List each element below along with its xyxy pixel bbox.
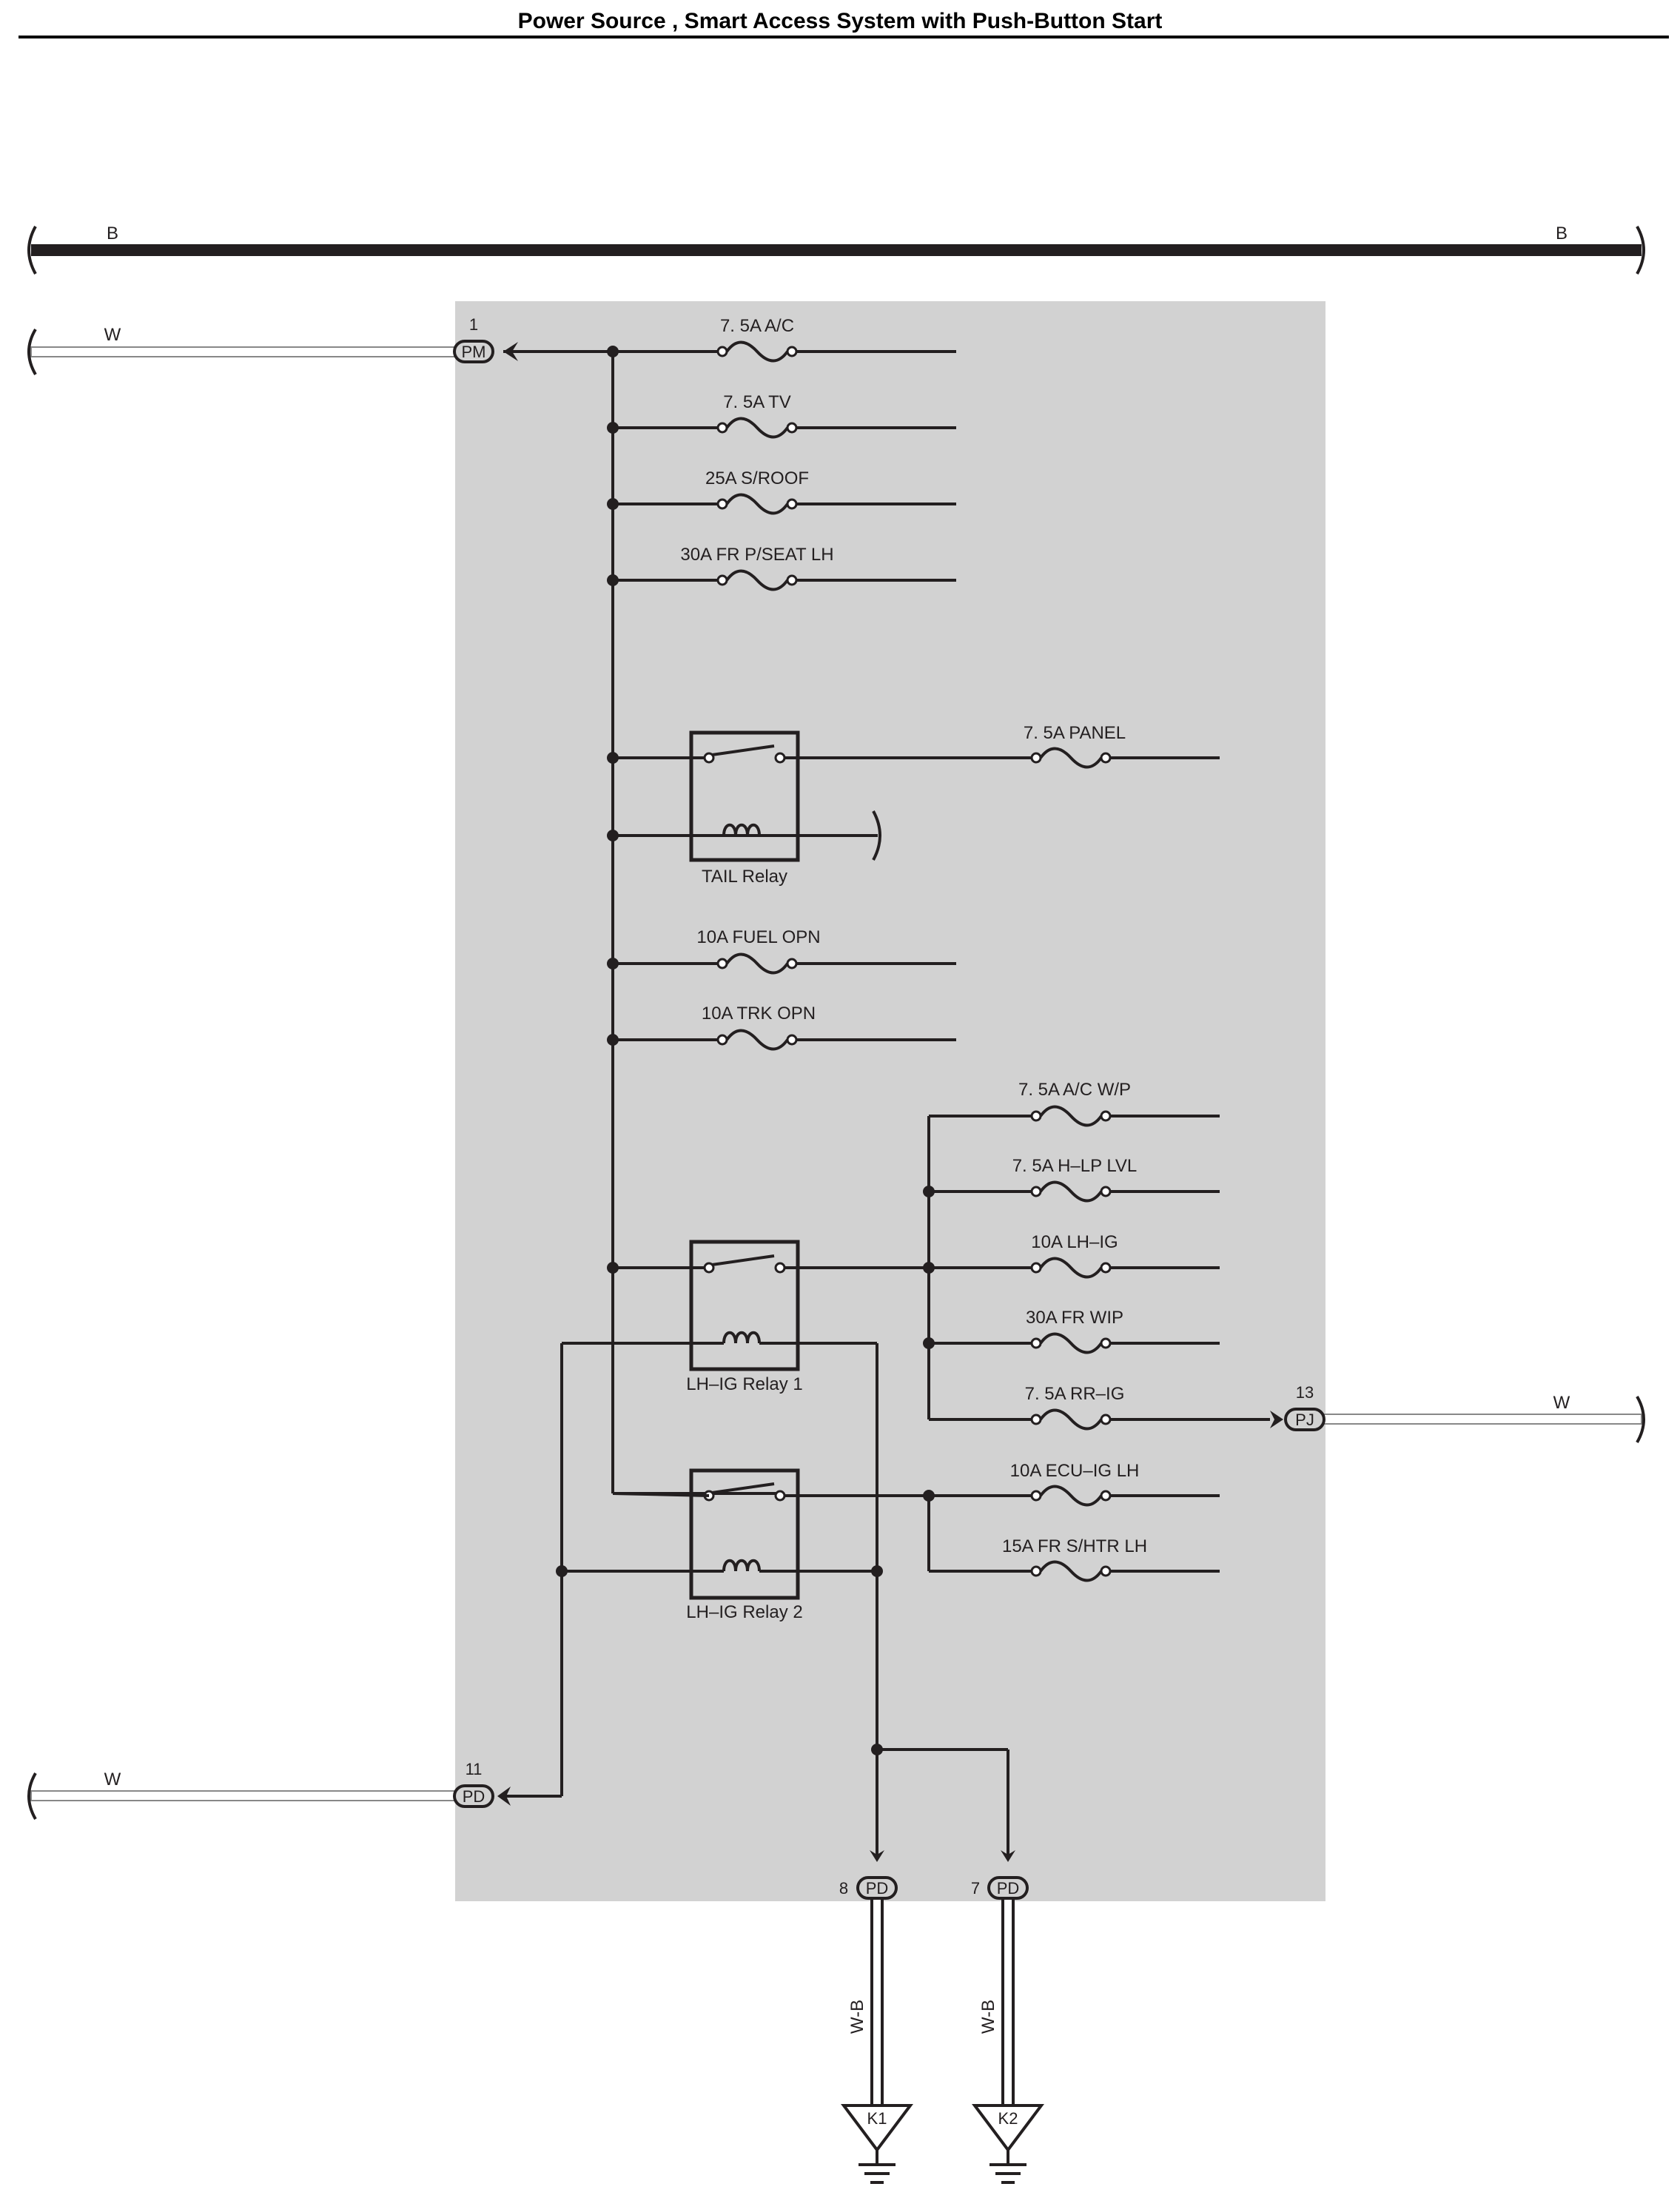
lhig-relay-1: LH–IG Relay 1 (562, 1240, 929, 1394)
connector-pd7: PD 7 (971, 1876, 1029, 1900)
fuse-row-frpseat: 30A FR P/SEAT LH (613, 545, 956, 591)
connector-pd8: PD 8 (839, 1876, 898, 1900)
pd11-wire-label: W (104, 1770, 121, 1789)
fuse-frwip-label: 30A FR WIP (1026, 1308, 1123, 1328)
connector-pd8-name: PD (866, 1879, 889, 1898)
fuse-panel-label: 7. 5A PANEL (1024, 723, 1126, 743)
ground-k1-label: K1 (867, 2109, 887, 2128)
gnd2-wire-label: W-B (978, 2000, 998, 2034)
fuse-row-tv: 7. 5A TV (613, 392, 956, 439)
gnd1-wire-label: W-B (847, 2000, 867, 2034)
relay-lhig2-label: LH–IG Relay 2 (686, 1602, 802, 1622)
fuse-frshtr-label: 15A FR S/HTR LH (1002, 1536, 1147, 1556)
fuse-trkopn-label: 10A TRK OPN (702, 1004, 816, 1024)
pj-output-wire: W (1321, 1393, 1645, 1444)
fuse-row-sroof: 25A S/ROOF (613, 468, 956, 515)
fuse-row-fuelopn: 10A FUEL OPN (613, 927, 956, 975)
fuse-row-frshtr: 15A FR S/HTR LH (929, 1536, 1220, 1582)
pd11-input-wire: W (27, 1770, 460, 1821)
connector-pj: PJ 13 (1284, 1383, 1325, 1431)
page-title: Power Source , Smart Access System with … (518, 9, 1163, 33)
b-bus: B B (27, 224, 1645, 275)
connector-pj-name: PJ (1295, 1411, 1314, 1429)
fuse-lhig-label: 10A LH–IG (1031, 1232, 1118, 1252)
fuse-row-acwp: 7. 5A A/C W/P (929, 1080, 1220, 1127)
fuse-frpseat-label: 30A FR P/SEAT LH (680, 545, 833, 565)
fuse-sroof-label: 25A S/ROOF (705, 468, 809, 488)
ground-wire-k2: W-B (978, 1897, 1015, 2107)
connector-pd11: PD 11 (453, 1760, 511, 1808)
relay-lhig1-label: LH–IG Relay 1 (686, 1374, 802, 1394)
fuse-row-hlplvl: 7. 5A H–LP LVL (929, 1156, 1220, 1203)
tail-relay: TAIL Relay 7. 5A PANEL (613, 723, 1220, 887)
fuse-tv-label: 7. 5A TV (723, 392, 791, 412)
connector-pd8-pin: 8 (839, 1879, 848, 1898)
connector-pd11-pin: 11 (466, 1760, 483, 1778)
fuse-row-ac: 7. 5A A/C (613, 316, 956, 363)
fuse-fuelopn-label: 10A FUEL OPN (696, 927, 820, 947)
coil-feed (503, 1343, 1015, 1862)
fuse-hlplvl-label: 7. 5A H–LP LVL (1012, 1156, 1138, 1176)
fuse-row-frwip: 30A FR WIP (929, 1308, 1220, 1354)
pm-wire-label: W (104, 325, 121, 345)
relay-tail-label: TAIL Relay (702, 867, 787, 887)
junction-block (455, 301, 1325, 1901)
connector-pd7-name: PD (997, 1879, 1020, 1898)
fuse-row-rrig: 7. 5A RR–IG (929, 1384, 1283, 1431)
ground-k1: K1 (841, 2104, 913, 2184)
fuse-ecuiglh-label: 10A ECU–IG LH (1010, 1461, 1140, 1481)
junction-dots (556, 346, 935, 1755)
lhig-relay-2: LH–IG Relay 2 (562, 1468, 929, 1622)
fuse-rrig-label: 7. 5A RR–IG (1025, 1384, 1125, 1404)
fuse-ac-label: 7. 5A A/C (720, 316, 794, 336)
ground-wire-k1: W-B (847, 1897, 884, 2107)
fuse-row-lhig: 10A LH–IG (929, 1232, 1220, 1279)
bus-label-right: B (1556, 224, 1568, 243)
connector-pm-pin: 1 (469, 315, 478, 334)
ground-k2: K2 (972, 2104, 1044, 2184)
pm-input-wire: W (27, 325, 460, 376)
connector-pm: PM 1 (453, 315, 518, 363)
ground-k2-label: K2 (998, 2109, 1018, 2128)
connector-pj-pin: 13 (1296, 1383, 1314, 1402)
fuse-row-trkopn: 10A TRK OPN (613, 1004, 956, 1051)
connector-pd11-name: PD (463, 1787, 485, 1806)
fuse-row-ecuiglh: 10A ECU–IG LH (929, 1461, 1220, 1507)
connector-pm-name: PM (462, 343, 486, 361)
connector-pd7-pin: 7 (971, 1879, 980, 1898)
bus-label-left: B (107, 224, 118, 243)
fuse-acwp-label: 7. 5A A/C W/P (1018, 1080, 1131, 1100)
pj-wire-label: W (1553, 1393, 1570, 1413)
